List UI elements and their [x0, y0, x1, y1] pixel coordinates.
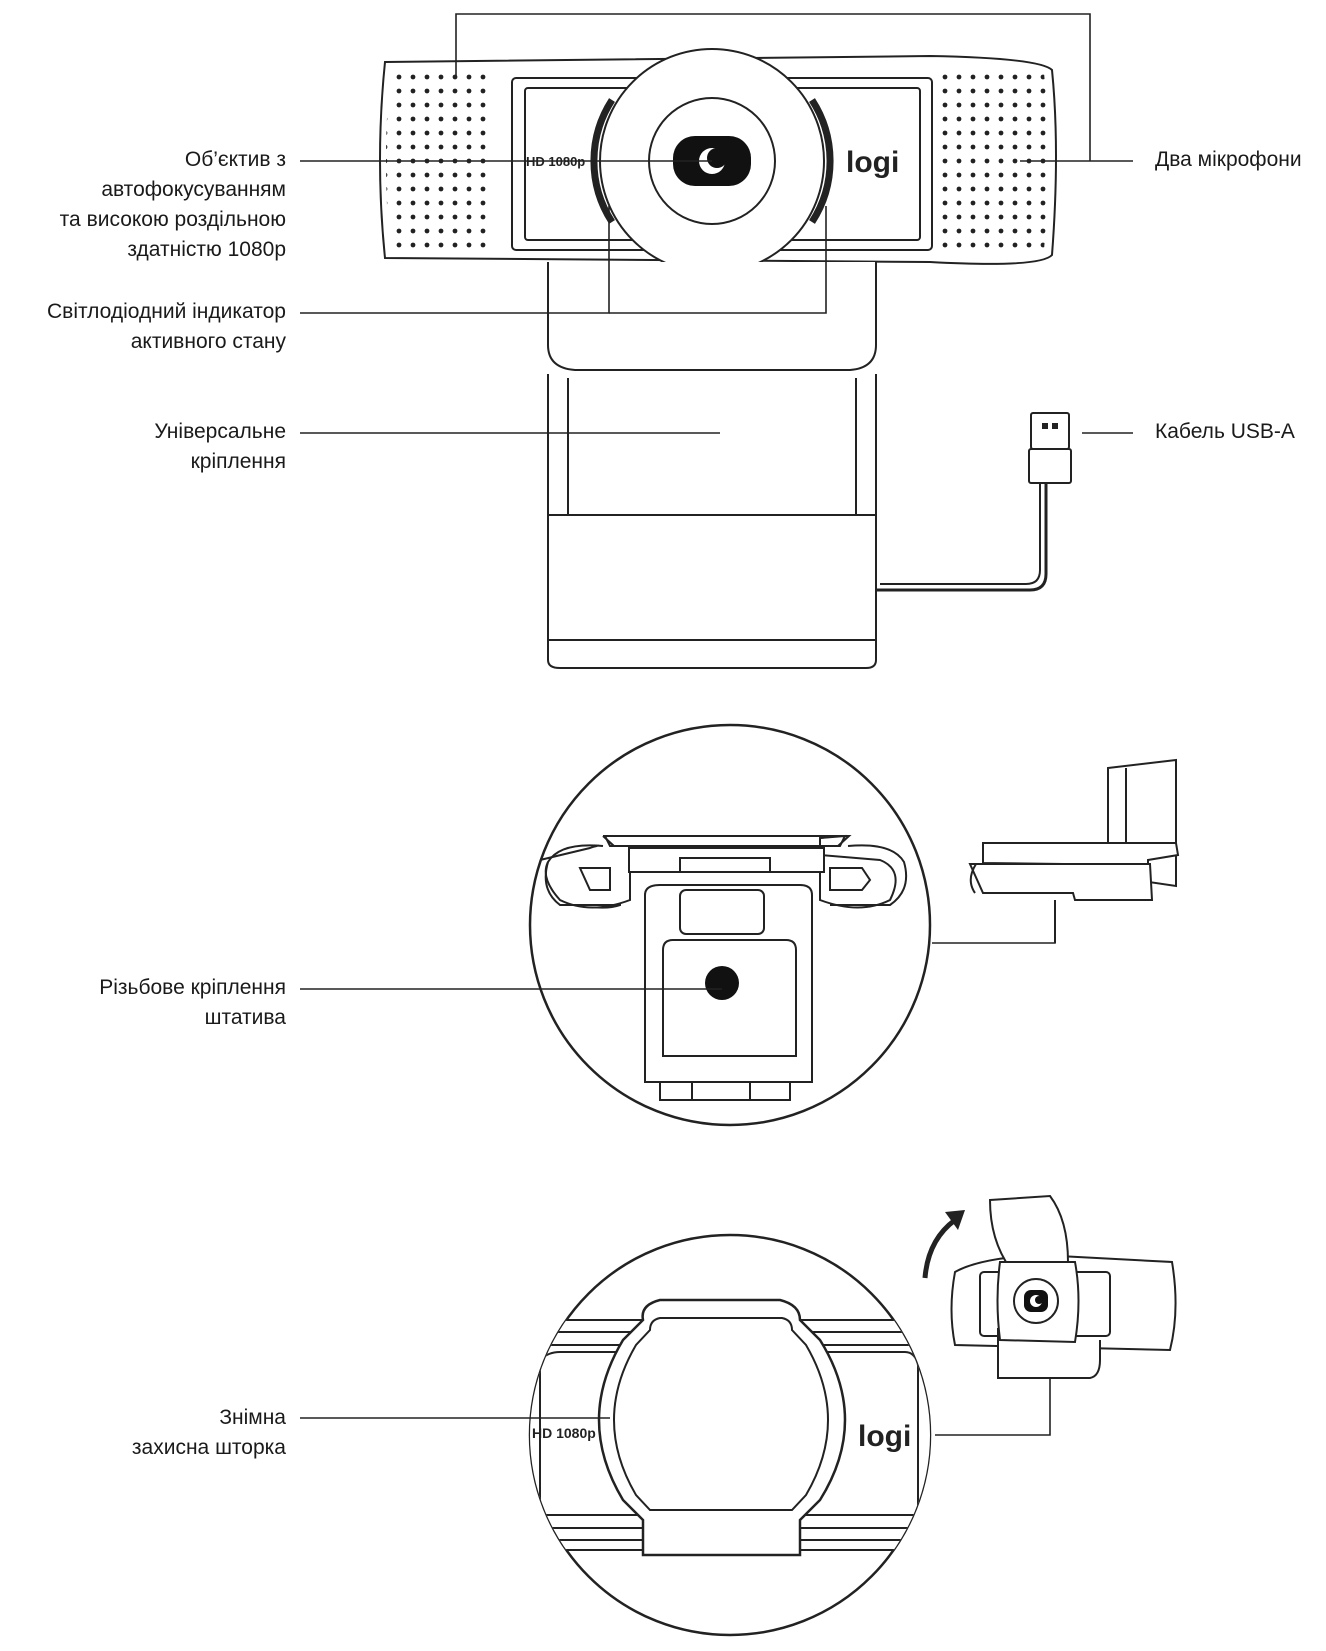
- shutter-callout: Знімна захисна шторка: [132, 1403, 286, 1463]
- mount-side-view: [968, 758, 1180, 943]
- brand-logo: logi: [846, 146, 899, 179]
- lens-callout: Об’єктив з автофокусуванням та високою р…: [60, 145, 286, 265]
- led-callout-line-2: активного стану: [130, 330, 286, 353]
- usb-plug-icon: [1028, 412, 1072, 484]
- leader-lines-shutter: [300, 1378, 1051, 1436]
- webcam-with-shutter-view: [922, 1194, 1177, 1379]
- led-callout: Світлодіодний індикатор активного стану: [47, 297, 286, 357]
- leader-lines-top: [300, 13, 1133, 434]
- webcam-front-view: [379, 48, 1072, 669]
- lens-callout-line-3: та високою роздільною: [59, 208, 286, 231]
- shutter-callout-line-2: захисна шторка: [131, 1436, 286, 1459]
- shutter-model-label: HD 1080p: [532, 1425, 596, 1441]
- tripod-callout-line-1: Різьбове кріплення: [99, 976, 286, 999]
- microphones-callout: Два мікрофони: [1155, 148, 1302, 171]
- lens-callout-line-2: автофокусуванням: [101, 178, 286, 201]
- tripod-callout: Різьбове кріплення штатива: [99, 973, 286, 1033]
- rotate-arrow-icon: [922, 1210, 965, 1279]
- tripod-thread-icon: [705, 966, 739, 1000]
- lens-callout-line-4: здатністю 1080p: [127, 238, 286, 261]
- mount-callout-line-2: кріплення: [190, 450, 286, 473]
- usb-callout: Кабель USB-A: [1155, 420, 1295, 443]
- tripod-callout-line-2: штатива: [204, 1006, 286, 1029]
- led-callout-line-1: Світлодіодний індикатор: [47, 300, 286, 323]
- lens-callout-line-1: Об’єктив з: [184, 148, 286, 171]
- shutter-callout-line-1: Знімна: [219, 1406, 286, 1429]
- mount-callout-line-1: Універсальне: [154, 420, 286, 443]
- mount-callout: Універсальне кріплення: [154, 417, 286, 477]
- leader-lines-tripod: [300, 900, 1056, 990]
- shutter-brand-logo: logi: [858, 1420, 911, 1453]
